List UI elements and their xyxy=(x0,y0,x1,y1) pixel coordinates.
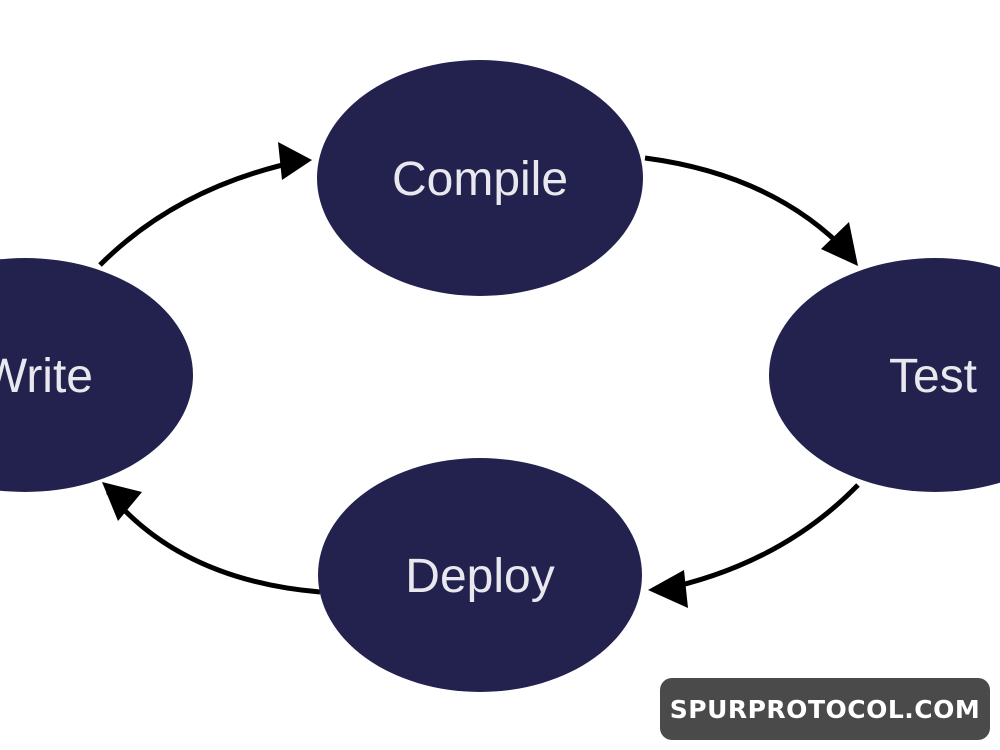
arrowhead-compile-icon xyxy=(278,142,312,180)
node-deploy-label: Deploy xyxy=(405,550,554,603)
watermark-text: SPURPROTOCOL.COM xyxy=(669,694,981,724)
node-compile-label: Compile xyxy=(392,153,568,206)
arrowhead-deploy-icon xyxy=(648,570,688,608)
node-write-label: Write xyxy=(0,350,93,403)
arrow-compile-to-test xyxy=(644,155,852,257)
node-write: Write xyxy=(0,258,193,492)
arrow-test-to-deploy xyxy=(659,483,860,593)
arrow-deploy-to-write xyxy=(106,490,321,595)
node-compile: Compile xyxy=(317,60,643,296)
arrowhead-test-icon xyxy=(821,222,858,266)
arrow-write-to-compile xyxy=(98,157,306,267)
watermark-badge: SPURPROTOCOL.COM xyxy=(660,678,990,740)
node-test-label: Test xyxy=(889,350,977,403)
node-deploy: Deploy xyxy=(318,458,642,692)
arrowhead-write-icon xyxy=(102,482,142,521)
node-test: Test xyxy=(769,258,1000,492)
